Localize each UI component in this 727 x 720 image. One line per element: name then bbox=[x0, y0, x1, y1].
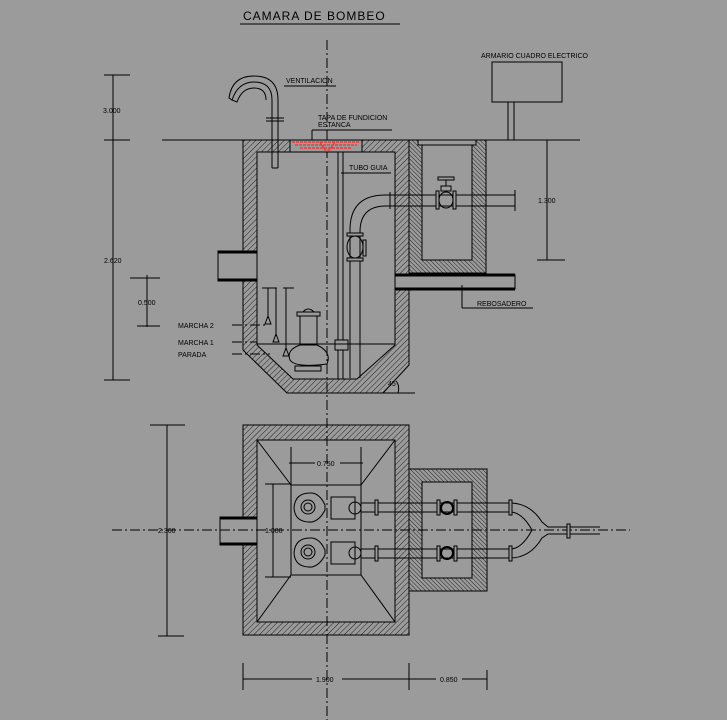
dim-0750: 0.750 bbox=[317, 461, 335, 468]
tubo-guia-label: TUBO GUIA bbox=[349, 165, 388, 172]
dimension-lines bbox=[104, 74, 565, 381]
dim-2620: 2.620 bbox=[104, 258, 122, 265]
plan-pumps bbox=[293, 492, 362, 568]
dim-0850: 0.850 bbox=[440, 677, 458, 684]
marcha1-label: MARCHA 1 bbox=[178, 340, 214, 347]
check-valve bbox=[346, 235, 364, 259]
cast-iron-cover bbox=[289, 139, 363, 153]
overflow-pipe bbox=[394, 274, 516, 290]
rebosadero-label: REBOSADERO bbox=[477, 301, 527, 308]
cover-hatch bbox=[292, 141, 360, 151]
dim-1300: 1.300 bbox=[538, 198, 556, 205]
dim-0500: 0.500 bbox=[138, 300, 156, 307]
plan-dimension-lines bbox=[150, 424, 488, 690]
marcha2-label: MARCHA 2 bbox=[178, 323, 214, 330]
tapa-label-2: ESTANCA bbox=[318, 122, 351, 129]
valve-chamber-cover bbox=[417, 139, 477, 146]
section-view: MARCHA 2 MARCHA 1 PARADA ARMARIO CUADRO … bbox=[103, 53, 589, 394]
chamber-wall bbox=[242, 139, 410, 394]
discharge-pipe bbox=[349, 194, 515, 378]
electrical-cabinet bbox=[491, 61, 563, 103]
dim-3000: 3.000 bbox=[103, 108, 121, 115]
armario-label: ARMARIO CUADRO ELECTRICO bbox=[481, 53, 589, 60]
plan-inlet-pipe bbox=[219, 516, 258, 546]
drawing-title: CAMARA DE BOMBEO bbox=[243, 9, 386, 23]
float-switches bbox=[262, 287, 294, 357]
gate-valve-icon bbox=[435, 176, 457, 210]
plan-valve-chamber-wall bbox=[408, 468, 488, 592]
angle-label: 45 bbox=[388, 381, 396, 388]
submersible-pump-icon bbox=[288, 308, 349, 372]
dim-1900: 1.900 bbox=[316, 677, 334, 684]
dim-2360: 2.360 bbox=[158, 528, 176, 535]
inlet-pipe bbox=[217, 250, 258, 282]
dim-1000: 1.000 bbox=[265, 528, 283, 535]
parada-label: PARADA bbox=[178, 352, 207, 359]
ventilacion-label: VENTILACION bbox=[286, 78, 333, 85]
plan-discharge-pipes bbox=[361, 499, 600, 562]
tapa-label-1: TAPA DE FUNDICION bbox=[318, 115, 387, 122]
plan-view: 2.360 1.000 0.750 1.900 0.850 bbox=[112, 424, 630, 690]
